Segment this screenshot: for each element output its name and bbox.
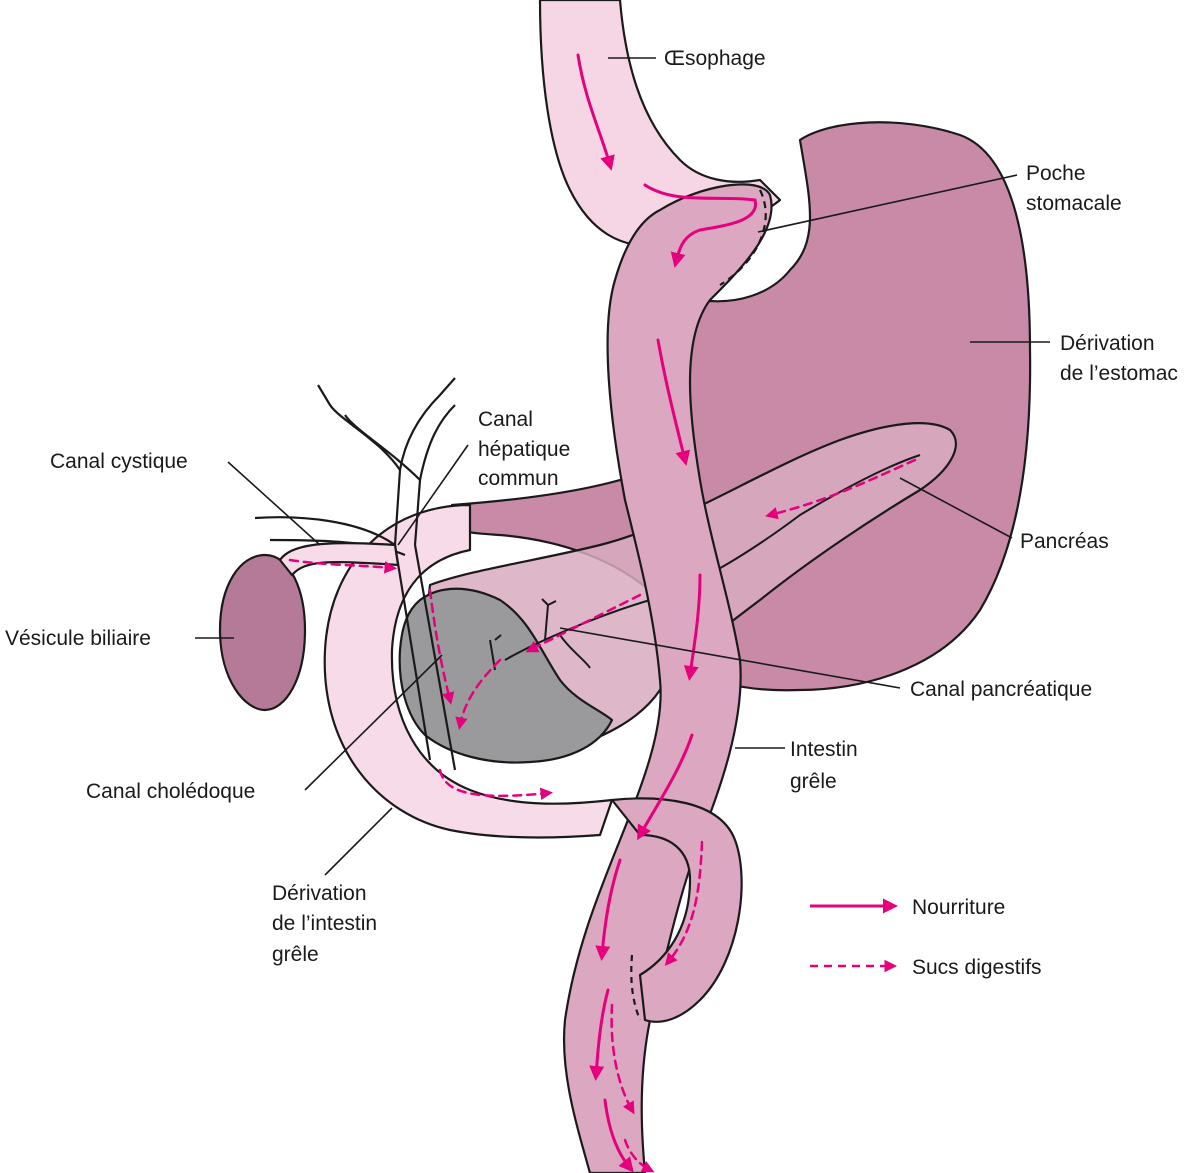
label-intestin-2: grêle: [790, 770, 837, 793]
gallbladder: [218, 553, 307, 712]
legend-juice-label: Sucs digestifs: [912, 956, 1042, 979]
label-canal-cystique: Canal cystique: [50, 450, 188, 473]
label-poche-stomacale-2: stomacale: [1026, 192, 1122, 215]
label-derivation-intestin-2: de l’intestin: [272, 912, 377, 935]
bypassed-duodenum: [323, 503, 614, 839]
pouch-staple-line: [719, 189, 767, 286]
pancreatic-head: [398, 587, 614, 764]
roux-limb: [562, 183, 773, 1173]
label-canal-choledoque: Canal cholédoque: [86, 780, 255, 803]
label-canal-hepatique-2: hépatique: [478, 438, 570, 461]
legend: Nourriture Sucs digestifs: [810, 896, 1042, 979]
label-derivation-intestin-1: Dérivation: [272, 882, 367, 905]
label-intestin-1: Intestin: [790, 738, 858, 761]
biliopancreatic-limb: [610, 797, 743, 1023]
food-flow-arrows: [576, 53, 757, 1173]
anastomosis-line: [630, 954, 642, 1021]
biliary-tree: [254, 377, 457, 771]
label-derivation-estomac-1: Dérivation: [1060, 332, 1155, 355]
legend-food-label: Nourriture: [912, 896, 1005, 919]
label-canal-hepatique-3: commun: [478, 467, 559, 490]
label-vesicule-biliaire: Vésicule biliaire: [5, 627, 151, 650]
label-canal-pancreatique: Canal pancréatique: [910, 678, 1092, 701]
label-canal-hepatique-1: Canal: [478, 408, 533, 431]
label-oesophage: Œsophage: [664, 47, 766, 70]
label-poche-stomacale-1: Poche: [1026, 162, 1086, 185]
labels: Œsophage Poche stomacale Dérivation de l…: [5, 47, 1178, 966]
cystic-duct: [278, 542, 400, 577]
label-pancreas: Pancréas: [1020, 530, 1109, 553]
leader-lines: [195, 57, 1050, 876]
label-derivation-estomac-2: de l’estomac: [1060, 362, 1178, 385]
digestive-juice-arrows: [288, 458, 917, 1173]
label-derivation-intestin-3: grêle: [272, 943, 319, 966]
